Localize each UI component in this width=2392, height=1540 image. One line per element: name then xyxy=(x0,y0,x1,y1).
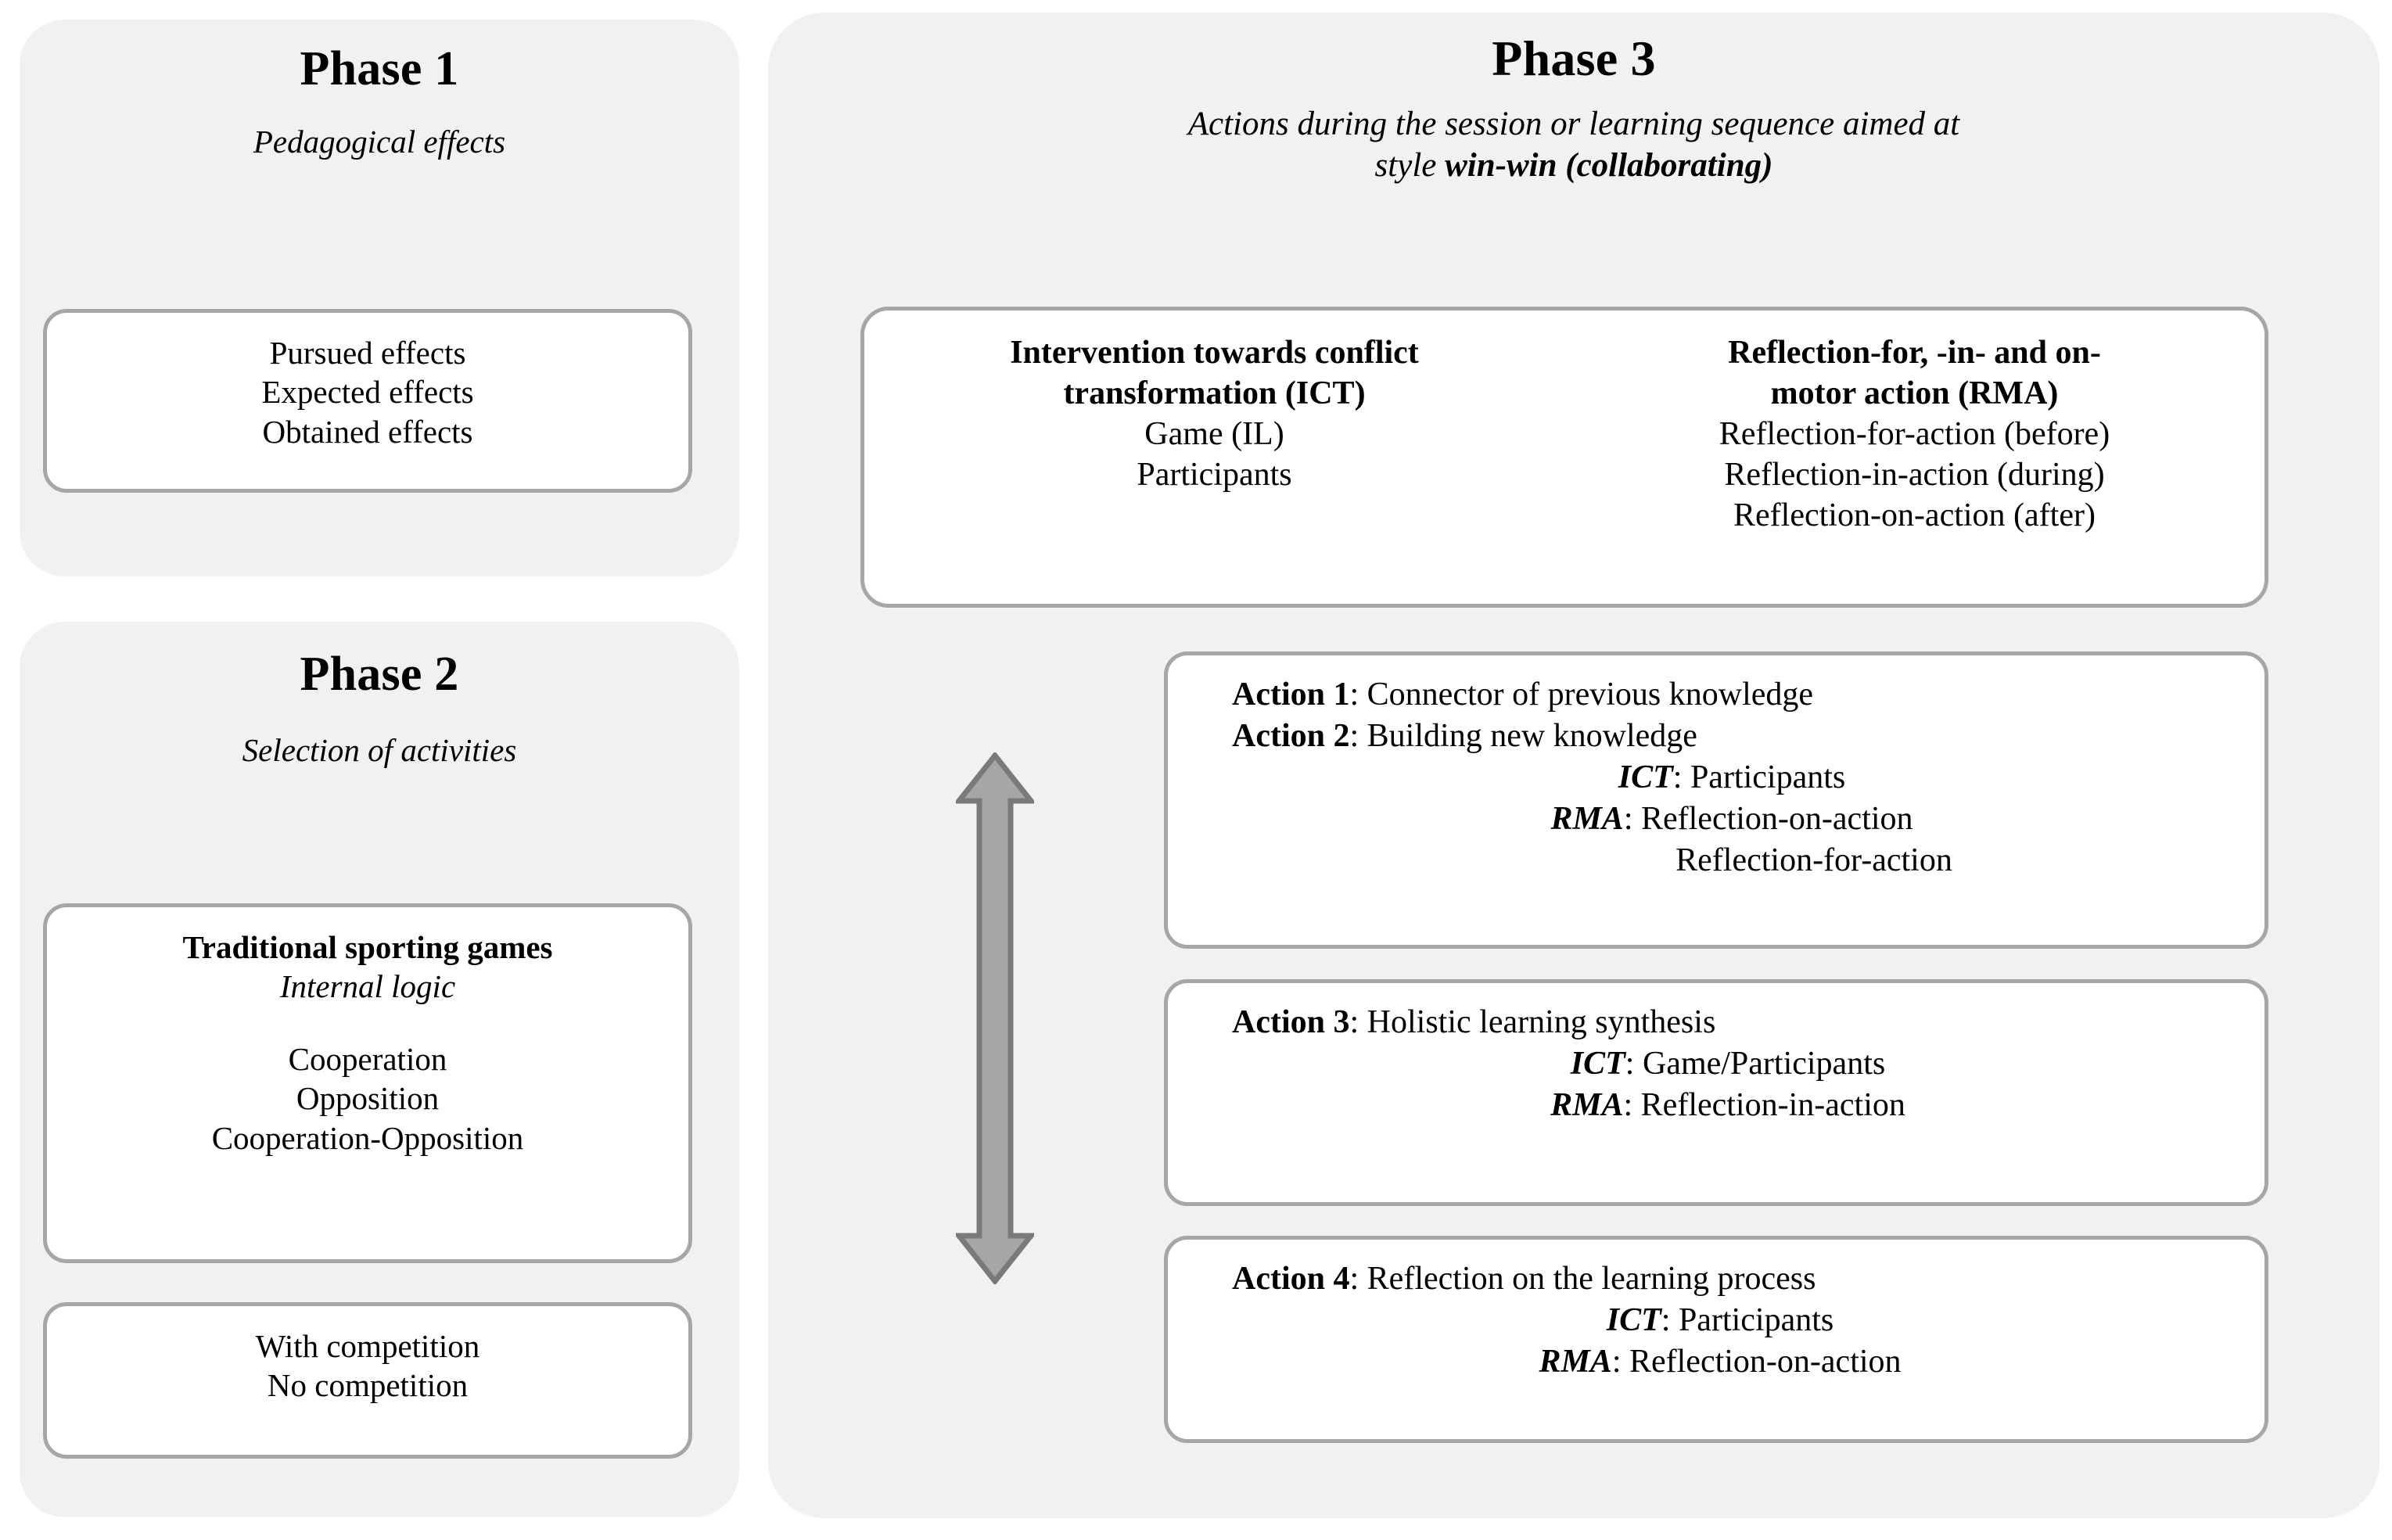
tsg-line: Cooperation xyxy=(288,1040,447,1077)
action-text: Game/Participants xyxy=(1642,1045,1886,1082)
action-row: RMA: Reflection-on-action xyxy=(1168,799,2264,840)
action-1-2-card: Action 1: Connector of previous knowledg… xyxy=(1164,652,2268,949)
ict-heading-line-1: Intervention towards conflict xyxy=(1010,335,1419,371)
action-separator: : xyxy=(1661,1301,1679,1338)
phase-1-subtitle: Pedagogical effects xyxy=(253,124,506,160)
competition-line: With competition xyxy=(255,1328,480,1364)
rma-item: Reflection-for-action (before) xyxy=(1719,416,2110,453)
ict-rma-card: Intervention towards conflict transforma… xyxy=(860,307,2268,608)
action-row: RMA: Reflection-in-action xyxy=(1168,1085,2264,1126)
ict-item: Participants xyxy=(1137,457,1292,494)
ict-column: Intervention towards conflict transforma… xyxy=(864,332,1564,604)
rma-heading-line-1: Reflection-for, -in- and on- xyxy=(1728,335,2101,371)
competition-card: With competition No competition xyxy=(43,1302,692,1459)
action-text: Participants xyxy=(1690,759,1846,795)
action-text: Reflection-in-action xyxy=(1640,1086,1905,1123)
action-label: Action 2 xyxy=(1232,717,1350,754)
tsg-line: Cooperation-Opposition xyxy=(211,1119,524,1156)
action-separator: : xyxy=(1349,1261,1367,1297)
rma-item: Reflection-on-action (after) xyxy=(1733,497,2096,534)
phase-1-title: Phase 1 xyxy=(300,42,459,95)
subtitle-style-prefix: style xyxy=(1374,146,1446,184)
action-separator: : xyxy=(1625,1045,1643,1082)
action-label: RMA xyxy=(1550,800,1624,837)
action-text: Holistic learning synthesis xyxy=(1367,1004,1716,1040)
effects-line: Pursued effects xyxy=(269,335,466,371)
action-label: RMA xyxy=(1539,1343,1612,1380)
action-label: Action 3 xyxy=(1232,1004,1350,1040)
action-separator: : xyxy=(1349,1004,1367,1040)
action-row: Action 2: Building new knowledge xyxy=(1168,716,2264,757)
action-label: ICT xyxy=(1570,1045,1625,1082)
pedagogical-effects-card: Pursued effects Expected effects Obtaine… xyxy=(43,309,692,493)
action-separator: : xyxy=(1349,717,1367,754)
action-row: ICT: Participants xyxy=(1168,757,2264,799)
double-headed-vertical-arrow-icon xyxy=(956,752,1034,1284)
phase-3-subtitle-line-1: Actions during the session or learning s… xyxy=(1187,106,1960,143)
action-text: Reflection-for-action xyxy=(1675,842,1952,878)
action-label: RMA xyxy=(1550,1086,1624,1123)
phase-3-title: Phase 3 xyxy=(1492,31,1656,86)
action-row: ICT: Game/Participants xyxy=(1168,1043,2264,1085)
rma-heading-line-2: motor action (RMA) xyxy=(1770,375,2059,412)
action-text: Reflection-on-action xyxy=(1641,800,1913,837)
effects-line: Expected effects xyxy=(261,374,474,411)
action-row: Action 4: Reflection on the learning pro… xyxy=(1168,1258,2264,1300)
action-row: Reflection-for-action xyxy=(1168,840,2264,881)
tsg-heading: Traditional sporting games xyxy=(182,929,553,965)
action-label: Action 4 xyxy=(1232,1261,1350,1297)
action-text: Participants xyxy=(1678,1301,1834,1338)
phase-3-subtitle-line-2: style win-win (collaborating) xyxy=(768,145,2379,186)
rma-column: Reflection-for, -in- and on- motor actio… xyxy=(1564,332,2264,604)
action-text: Building new knowledge xyxy=(1367,717,1697,754)
phase-3-subtitle: Actions during the session or learning s… xyxy=(768,104,2379,186)
effects-line: Obtained effects xyxy=(262,413,473,450)
subtitle-style-emphasis: win-win (collaborating) xyxy=(1445,146,1773,184)
action-row: Action 3: Holistic learning synthesis xyxy=(1168,1002,2264,1043)
action-separator: : xyxy=(1672,759,1690,795)
rma-item: Reflection-in-action (during) xyxy=(1724,457,2105,494)
action-text: Connector of previous knowledge xyxy=(1367,677,1814,713)
action-row: RMA: Reflection-on-action xyxy=(1168,1341,2264,1383)
phase-1-panel: Phase 1 Pedagogical effects xyxy=(20,20,739,576)
action-row: ICT: Participants xyxy=(1168,1300,2264,1341)
tsg-line: Opposition xyxy=(296,1080,440,1117)
action-text: Reflection-on-action xyxy=(1629,1343,1902,1380)
action-3-card: Action 3: Holistic learning synthesis IC… xyxy=(1164,979,2268,1206)
ict-heading-line-2: transformation (ICT) xyxy=(1063,375,1366,412)
action-row: Action 1: Connector of previous knowledg… xyxy=(1168,674,2264,716)
action-label: Action 1 xyxy=(1232,677,1350,713)
action-separator: : xyxy=(1623,800,1641,837)
action-label: ICT xyxy=(1606,1301,1661,1338)
competition-line: No competition xyxy=(267,1367,469,1404)
traditional-sporting-games-card: Traditional sporting games Internal logi… xyxy=(43,903,692,1263)
action-4-card: Action 4: Reflection on the learning pro… xyxy=(1164,1236,2268,1443)
action-separator: : xyxy=(1349,677,1367,713)
tsg-subheading: Internal logic xyxy=(279,968,456,1005)
action-text: Reflection on the learning process xyxy=(1367,1261,1816,1297)
action-label: ICT xyxy=(1618,759,1673,795)
action-separator: : xyxy=(1623,1086,1641,1123)
phase-2-title: Phase 2 xyxy=(300,648,459,701)
ict-item: Game (IL) xyxy=(1144,416,1284,453)
action-separator: : xyxy=(1611,1343,1629,1380)
spacer xyxy=(47,1007,688,1039)
phase-2-subtitle: Selection of activities xyxy=(242,732,517,769)
